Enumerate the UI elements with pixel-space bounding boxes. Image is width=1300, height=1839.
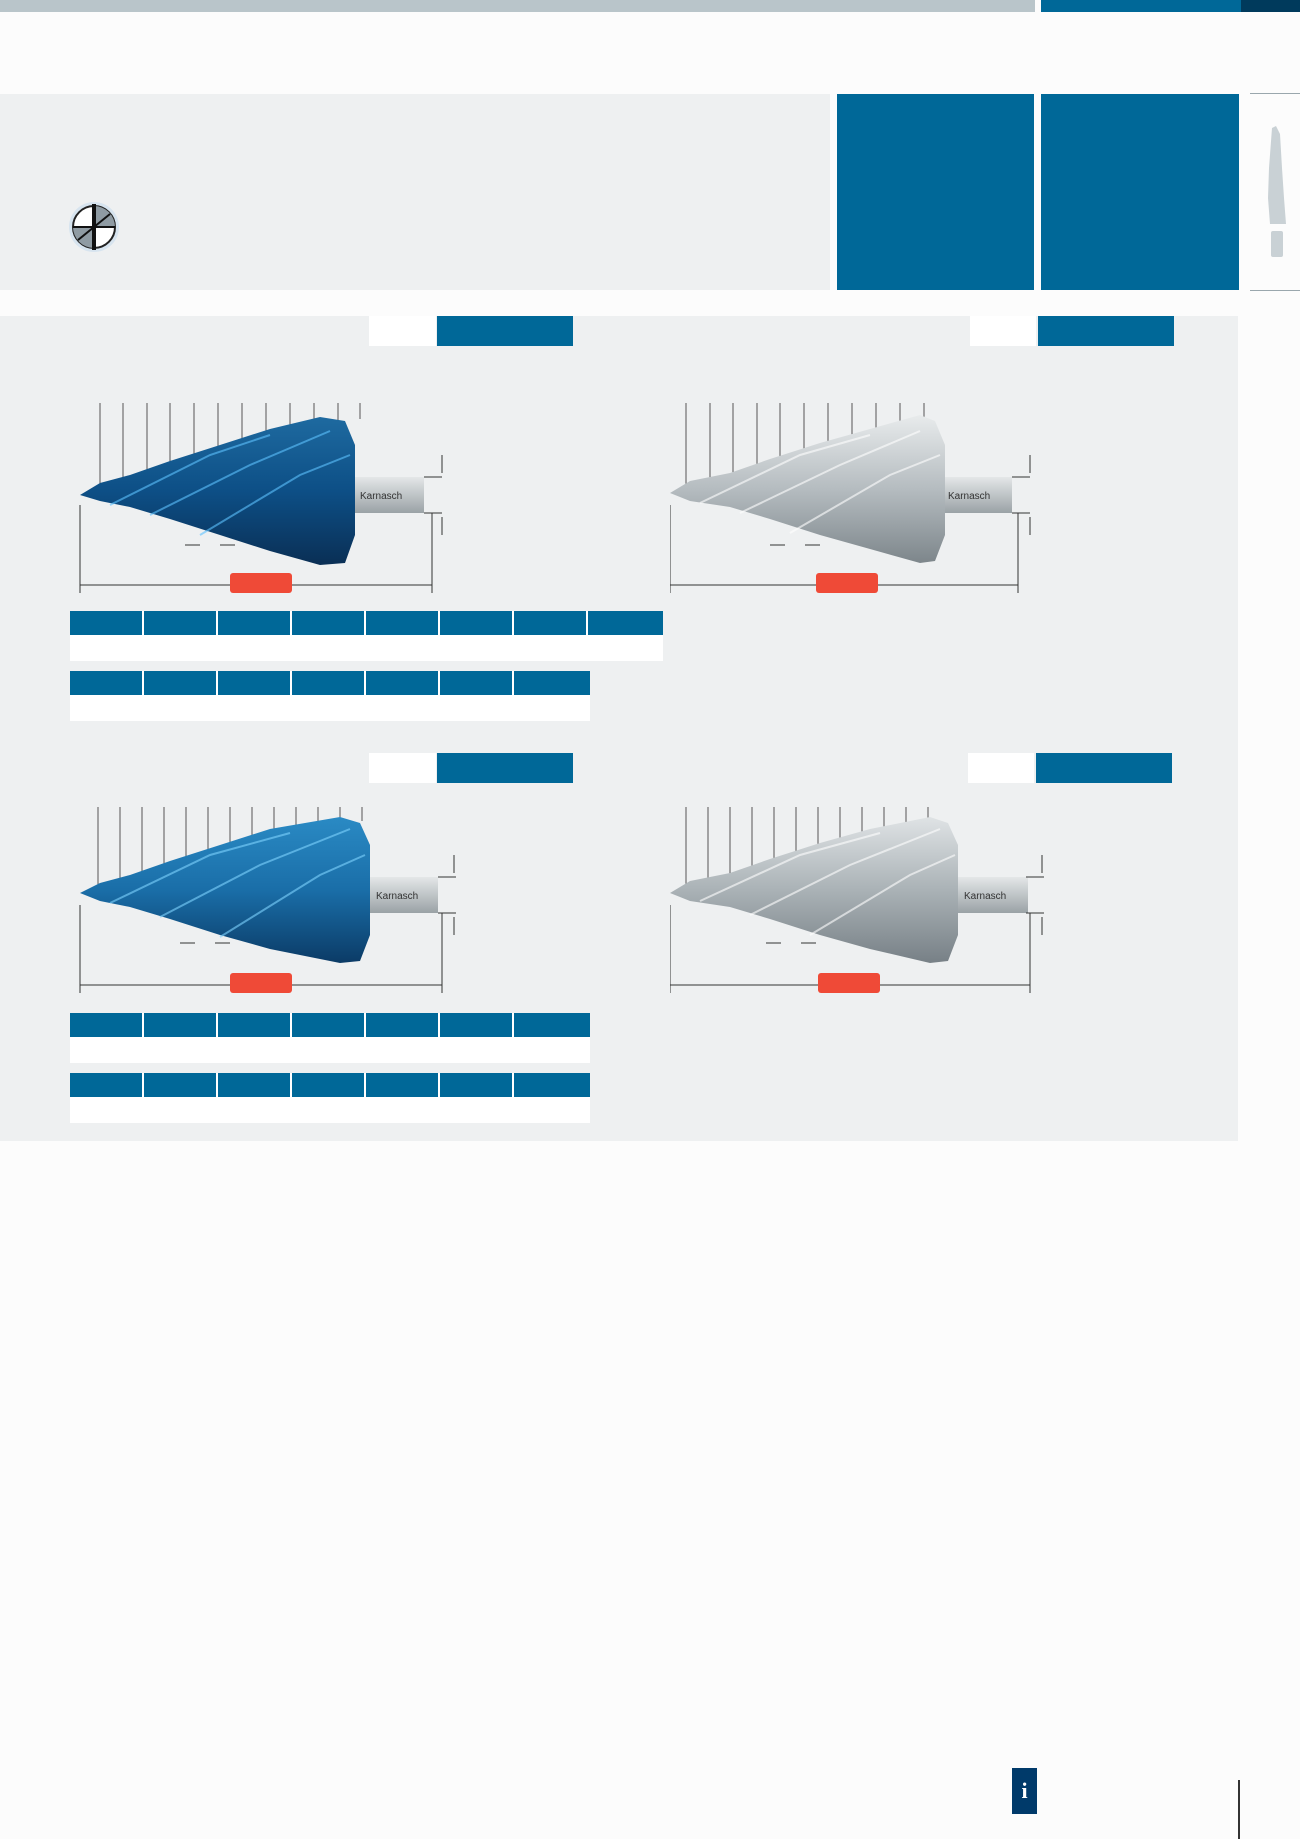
section-label-3-code — [369, 753, 436, 783]
table-header-cell — [292, 1013, 366, 1037]
table-header-cell — [218, 611, 292, 635]
spec-table-3 — [70, 1013, 590, 1063]
svg-text:Karnasch: Karnasch — [948, 491, 990, 502]
header-block-left — [837, 94, 1034, 290]
step-drill-image-blue-1: Karnasch — [79, 403, 443, 593]
svg-text:Karnasch: Karnasch — [964, 891, 1006, 902]
section-label-2-code — [970, 316, 1036, 346]
table-header-cell — [144, 1013, 218, 1037]
table-header-cell — [440, 671, 514, 695]
header-block-right — [1041, 94, 1239, 290]
table-header-cell — [366, 671, 440, 695]
table-header-cell — [514, 1073, 590, 1097]
table-header-cell — [514, 1013, 590, 1037]
info-icon[interactable]: i — [1012, 1768, 1037, 1814]
table-header-cell — [366, 611, 440, 635]
table-header-cell — [440, 611, 514, 635]
drill-type-icon — [69, 202, 119, 252]
spec-table-2 — [70, 671, 590, 721]
table-header-cell — [218, 1013, 292, 1037]
table-header-cell — [70, 1013, 144, 1037]
section-label-1 — [437, 316, 573, 346]
table-row — [70, 635, 663, 661]
spec-table-1 — [70, 611, 663, 661]
top-bar-grey — [0, 0, 1035, 12]
table-header-cell — [366, 1013, 440, 1037]
step-drill-image-blue-2: Karnasch — [79, 807, 456, 993]
svg-text:Karnasch: Karnasch — [376, 891, 418, 902]
top-bar-blue — [1041, 0, 1241, 12]
header-panel — [0, 94, 830, 290]
table-header-cell — [440, 1013, 514, 1037]
step-drill-silhouette-icon — [1268, 126, 1286, 257]
svg-text:Karnasch: Karnasch — [360, 491, 402, 502]
table-header-cell — [292, 671, 366, 695]
table-header-cell — [70, 611, 144, 635]
table-row — [70, 1097, 590, 1123]
section-label-3 — [437, 753, 573, 783]
table-header-cell — [440, 1073, 514, 1097]
table-header-cell — [218, 671, 292, 695]
step-drill-image-silver-1: Karnasch — [670, 403, 1031, 593]
footer-divider — [1238, 1780, 1240, 1839]
table-header-cell — [70, 671, 144, 695]
table-header-cell — [366, 1073, 440, 1097]
side-rule-bottom — [1250, 290, 1300, 291]
table-header-cell — [144, 1073, 218, 1097]
table-header-cell — [292, 611, 366, 635]
table-header-cell — [218, 1073, 292, 1097]
table-header-cell — [514, 611, 588, 635]
spec-table-4 — [70, 1073, 590, 1123]
section-label-1-code — [369, 316, 436, 346]
table-header-cell — [70, 1073, 144, 1097]
table-header-cell — [292, 1073, 366, 1097]
section-label-2 — [1038, 316, 1174, 346]
section-label-4 — [1036, 753, 1172, 783]
table-row — [70, 695, 590, 721]
table-header-cell — [514, 671, 590, 695]
side-rule-top — [1250, 93, 1300, 94]
table-row — [70, 1037, 590, 1063]
section-label-4-code — [968, 753, 1034, 783]
table-header-cell — [144, 671, 218, 695]
step-drill-image-silver-2: Karnasch — [670, 807, 1044, 993]
table-header-cell — [588, 611, 663, 635]
table-header-cell — [144, 611, 218, 635]
top-bar-dark — [1241, 0, 1300, 12]
